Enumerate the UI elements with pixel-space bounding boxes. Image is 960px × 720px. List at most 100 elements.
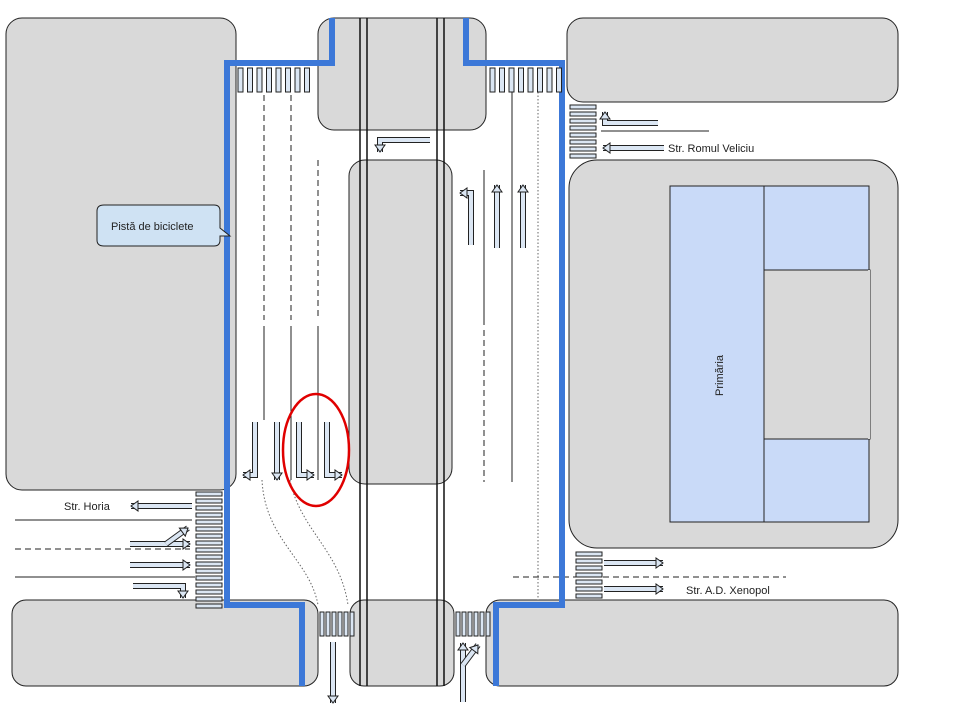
crosswalks	[195, 67, 603, 637]
crosswalk-stripe	[575, 586, 603, 592]
crosswalk-stripe	[325, 611, 331, 637]
crosswalk-stripe	[485, 611, 491, 637]
crosswalk-stripe	[195, 505, 223, 511]
crosswalk-stripe	[569, 132, 597, 138]
crosswalk-stripe	[304, 67, 310, 93]
lane-arrow-icon	[130, 538, 191, 550]
crosswalk-stripe	[569, 153, 597, 159]
crosswalk-stripe	[195, 561, 223, 567]
crosswalk-stripe	[337, 611, 343, 637]
block-left	[5, 17, 237, 491]
building-label: Primăria	[714, 354, 726, 396]
lane-arrow-icon	[130, 559, 191, 571]
lane-arrow-icon	[517, 184, 529, 248]
crosswalk-stripe	[575, 579, 603, 585]
crosswalk-stripe	[195, 512, 223, 518]
crosswalk-stripe	[195, 589, 223, 595]
crosswalk-stripe	[479, 611, 485, 637]
crosswalk-stripe	[556, 67, 562, 93]
lane-arrow-icon	[130, 500, 192, 512]
crosswalk-stripe	[537, 67, 543, 93]
crosswalk-stripe	[467, 611, 473, 637]
bike-path-left	[224, 18, 335, 686]
crosswalk-stripe	[473, 611, 479, 637]
lane-arrow-icon	[491, 184, 503, 248]
lane-arrows	[130, 111, 664, 704]
crosswalk-stripe	[195, 603, 223, 609]
crosswalk-stripe	[195, 596, 223, 602]
primaria-building: Primăria	[669, 185, 871, 523]
block-top-center	[317, 17, 487, 131]
street-label-romul-veliciu: Str. Romul Veliciu	[668, 143, 754, 155]
crosswalk-stripe	[575, 558, 603, 564]
lane-arrow-icon	[133, 583, 189, 599]
lane-arrow-icon	[457, 642, 469, 702]
crosswalk-stripe	[195, 547, 223, 553]
crosswalk-stripe	[489, 67, 496, 93]
crosswalk-stripe	[455, 611, 461, 637]
lane-arrow-icon	[271, 422, 283, 481]
callout-text: Pistă de biciclete	[111, 221, 194, 233]
crosswalk-stripe	[575, 593, 603, 599]
lane-arrow-icon	[602, 142, 664, 154]
street-label-horia: Str. Horia	[64, 501, 111, 513]
crosswalk-stripe	[237, 67, 244, 93]
crosswalk-stripe	[285, 67, 291, 93]
crosswalk-stripe	[195, 533, 223, 539]
lane-arrow-icon	[296, 422, 315, 481]
lane-arrow-icon	[324, 422, 343, 481]
crosswalk-stripe	[527, 67, 534, 93]
crosswalk-stripe	[195, 526, 223, 532]
crosswalk-stripe	[256, 67, 263, 93]
lane-arrow-icon	[327, 642, 339, 704]
crosswalk-stripe	[195, 554, 223, 560]
block-top-right	[566, 17, 899, 103]
crosswalk-stripe	[569, 104, 597, 110]
crosswalk-stripe	[195, 491, 223, 497]
lane-arrow-icon	[374, 137, 430, 153]
block-bottom-right	[485, 599, 899, 687]
crosswalk-stripe	[349, 611, 355, 637]
crosswalk-stripe	[575, 565, 603, 571]
lane-arrow-icon	[604, 557, 664, 569]
crosswalk-stripe	[275, 67, 282, 93]
bike-path-right	[463, 18, 565, 686]
crosswalk-stripe	[319, 611, 325, 637]
crosswalk-stripe	[518, 67, 524, 93]
crosswalk-stripe	[294, 67, 301, 93]
lane-arrow-icon	[599, 111, 658, 126]
crosswalk-stripe	[508, 67, 515, 93]
lane-arrow-icon	[459, 187, 474, 245]
crosswalk-stripe	[499, 67, 505, 93]
crosswalk-stripe	[266, 67, 272, 93]
median	[348, 159, 453, 485]
crosswalk-stripe	[195, 519, 223, 525]
crosswalk-stripe	[195, 568, 223, 574]
crosswalk-stripe	[331, 611, 337, 637]
crosswalk-stripe	[343, 611, 349, 637]
crosswalk-stripe	[569, 146, 597, 152]
crosswalk-stripe	[461, 611, 467, 637]
highlight-circle	[281, 392, 351, 508]
median-bottom	[349, 599, 455, 687]
crosswalk-stripe	[575, 572, 603, 578]
street-label-xenopol: Str. A.D. Xenopol	[686, 585, 770, 597]
lane-markings	[15, 92, 786, 606]
bike-path-callout: Pistă de biciclete	[96, 204, 232, 247]
crosswalk-stripe	[569, 125, 597, 131]
crosswalk-stripe	[195, 498, 223, 504]
lane-arrow-icon	[460, 643, 481, 667]
crosswalk-stripe	[195, 540, 223, 546]
lane-arrow-icon	[604, 583, 664, 595]
crosswalk-stripe	[546, 67, 553, 93]
crosswalk-stripe	[195, 575, 223, 581]
block-bottom-left	[11, 599, 319, 687]
tram-tracks	[359, 18, 445, 686]
lane-arrow-icon	[164, 525, 190, 547]
crosswalk-stripe	[569, 139, 597, 145]
crosswalk-stripe	[569, 111, 597, 117]
crosswalk-stripe	[195, 582, 223, 588]
crosswalk-stripe	[569, 118, 597, 124]
lane-arrow-icon	[242, 422, 258, 481]
